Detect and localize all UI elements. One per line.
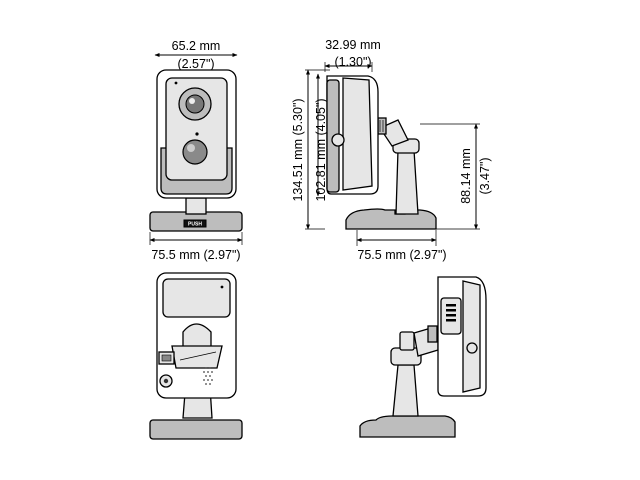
indicator-led [174,81,178,85]
side-joint-nut [377,117,387,135]
sd-slot-icon [446,304,456,307]
side-bracket-height-inch-label: (3.47") [478,157,492,194]
front-width-label: 65.2 mm [172,39,221,53]
opposite-stand [392,364,419,417]
side-depth-label: 32.99 mm [325,38,381,52]
push-label: PUSH [188,222,202,228]
side-body-height-label: 102.81 mm (4.05") [314,98,328,201]
rear-upper-panel [162,278,231,318]
speaker-grille-icon [203,367,213,385]
side-body-panel [342,77,373,191]
push-button [183,219,207,228]
rear-dot [220,285,224,289]
lens-highlight [189,98,195,104]
opposite-base [359,415,456,438]
pir-sensor-icon [182,139,208,165]
lens-icon [185,94,205,114]
rear-base [149,419,243,440]
front-base-width-label: 75.5 mm (2.97") [151,248,240,262]
opposite-nut [427,325,438,343]
side-arm [379,119,409,147]
front-stand-neck [185,197,207,215]
side-pir-dome [331,133,345,147]
rear-view [149,272,243,440]
side-base-depth-label: 75.5 mm (2.97") [357,248,446,262]
side-bracket-height-label: 88.14 mm [459,148,473,204]
pir-highlight [187,144,195,152]
side-view: 32.99 mm (1.30") 134.51 mm (5.30") 102.8… [291,38,492,262]
opposite-joint [399,331,415,351]
front-width-inch-label: (2.57") [177,57,214,71]
light-sensor [195,132,199,136]
rear-mount-arm [171,345,223,369]
opposite-pir-dome [466,342,478,354]
side-stand [395,149,419,215]
side-depth-inch-label: (1.30") [334,55,371,69]
front-view: 65.2 mm (2.57") PUSH 75.5 mm (2.97") [149,39,243,262]
side-base [345,208,437,230]
opposite-side-view [359,276,487,438]
side-total-height-label: 134.51 mm (5.30") [291,98,305,201]
opposite-front-bezel [462,280,481,393]
